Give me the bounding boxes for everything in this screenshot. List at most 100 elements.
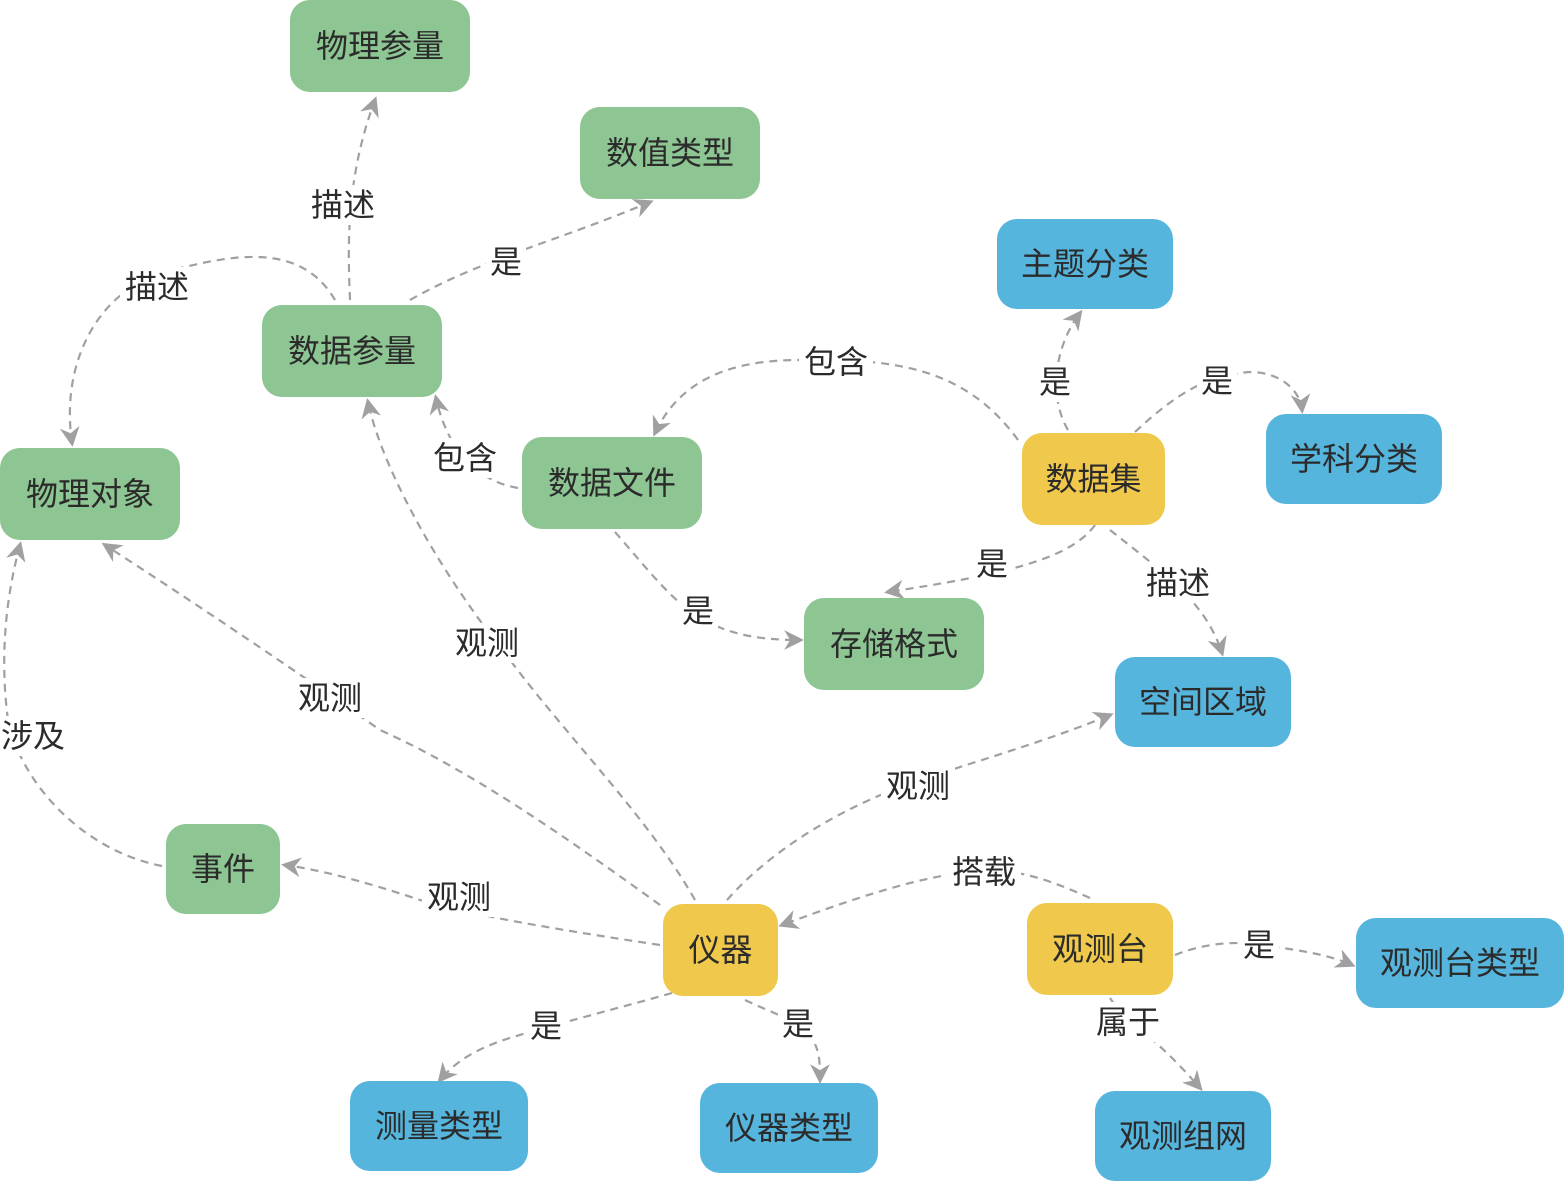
edge-label: 描述 bbox=[1146, 564, 1210, 602]
edge-yiqi-to-shujucanliang: 观测 bbox=[361, 398, 696, 901]
node-box bbox=[700, 1083, 878, 1173]
edge-yiqi-to-celiangleixing: 是 bbox=[437, 991, 673, 1084]
edge-label: 涉及 bbox=[1, 717, 65, 755]
node-box bbox=[1095, 1091, 1271, 1181]
node-wulicanliang: 物理参量 bbox=[290, 0, 470, 92]
edge-label: 描述 bbox=[125, 268, 189, 306]
edge-label-background bbox=[947, 852, 1021, 892]
node-label: 观测台 bbox=[1052, 930, 1148, 968]
node-label: 仪器 bbox=[688, 931, 752, 969]
edge-shujucanliang-to-wuliduixiang: 描述 bbox=[59, 255, 336, 447]
edge-line bbox=[101, 542, 661, 906]
node-label: 存储格式 bbox=[830, 625, 958, 663]
edge-label-background bbox=[881, 766, 955, 806]
edge-line bbox=[614, 531, 804, 650]
node-shujuji: 数据集 bbox=[1022, 433, 1165, 525]
edge-line bbox=[884, 524, 1096, 600]
node-label: 数据集 bbox=[1045, 460, 1141, 498]
edge-label-background bbox=[1035, 362, 1075, 402]
edge-label-background bbox=[678, 591, 718, 631]
node-box bbox=[166, 824, 280, 914]
edge-label-background bbox=[778, 1004, 818, 1044]
edge-label-background bbox=[120, 267, 194, 307]
edge-label-background bbox=[526, 1006, 566, 1046]
node-label: 仪器类型 bbox=[725, 1109, 853, 1147]
edge-label-background bbox=[972, 544, 1012, 584]
node-box bbox=[522, 437, 702, 529]
edge-line bbox=[652, 358, 1019, 441]
node-box bbox=[1266, 414, 1442, 504]
node-shujucanliang: 数据参量 bbox=[262, 305, 442, 397]
edge-shujuwenjian-to-shujucanliang: 包含 bbox=[428, 394, 519, 490]
edge-shujuji-to-zhutifenlei: 是 bbox=[1035, 309, 1083, 431]
edge-line bbox=[281, 857, 661, 947]
edge-yiqi-to-wuliduixiang: 观测 bbox=[101, 542, 661, 906]
node-label: 数据参量 bbox=[288, 332, 416, 370]
edge-label-background bbox=[1197, 361, 1237, 401]
edge-label: 包含 bbox=[804, 343, 868, 381]
node-box bbox=[290, 0, 470, 92]
node-label: 观测组网 bbox=[1119, 1117, 1247, 1155]
edge-shujuji-to-kongjianquyu: 描述 bbox=[1109, 529, 1227, 657]
node-yiqi: 仪器 bbox=[663, 904, 778, 996]
edge-label: 观测 bbox=[455, 624, 519, 662]
edge-yiqi-to-shijian: 观测 bbox=[281, 857, 661, 947]
node-box bbox=[804, 598, 984, 690]
edge-label: 观测 bbox=[427, 878, 491, 916]
edge-label: 属于 bbox=[1096, 1003, 1160, 1041]
edge-label: 包含 bbox=[433, 439, 497, 477]
edge-yiqi-to-yiqileixing: 是 bbox=[744, 999, 830, 1084]
edge-label: 是 bbox=[530, 1007, 562, 1045]
edge-label: 是 bbox=[1243, 926, 1275, 964]
node-label: 事件 bbox=[191, 850, 255, 888]
edge-yiqi-to-kongjianquyu: 观测 bbox=[726, 711, 1114, 901]
node-zhutifenlei: 主题分类 bbox=[997, 219, 1173, 309]
node-celiangleixing: 测量类型 bbox=[350, 1081, 528, 1171]
edge-label-background bbox=[0, 716, 70, 756]
edge-label: 是 bbox=[1039, 363, 1071, 401]
edge-shujuji-to-cunchugeshi: 是 bbox=[884, 524, 1096, 600]
node-label: 物理参量 bbox=[316, 27, 444, 65]
node-xuekefenlei: 学科分类 bbox=[1266, 414, 1442, 504]
edge-shijian-to-wuliduixiang: 涉及 bbox=[0, 541, 163, 868]
edge-guancetai-to-guancetaileixing: 是 bbox=[1174, 925, 1356, 968]
edge-label-background bbox=[486, 242, 526, 282]
node-label: 测量类型 bbox=[375, 1107, 503, 1145]
node-label: 学科分类 bbox=[1290, 440, 1418, 478]
edge-label: 观测 bbox=[298, 679, 362, 717]
node-box bbox=[663, 904, 778, 996]
edge-line bbox=[409, 199, 654, 301]
edge-shujuwenjian-to-cunchugeshi: 是 bbox=[614, 531, 804, 650]
edge-shujuji-to-xuekefenlei: 是 bbox=[1134, 361, 1311, 433]
edge-line bbox=[3, 541, 163, 868]
edge-shujucanliang-to-wulicanliang: 描述 bbox=[306, 96, 380, 301]
node-kongjianquyu: 空间区域 bbox=[1115, 657, 1291, 747]
edge-guancetai-to-yiqi: 搭载 bbox=[778, 852, 1091, 929]
edge-line bbox=[778, 868, 1091, 929]
node-box bbox=[1027, 903, 1173, 995]
node-label: 主题分类 bbox=[1021, 245, 1149, 283]
node-yiqileixing: 仪器类型 bbox=[700, 1083, 878, 1173]
edge-guancetai-to-guancezuwang: 属于 bbox=[1091, 997, 1203, 1091]
edge-shujuji-to-shujuwenjian: 包含 bbox=[652, 342, 1019, 441]
edge-label-background bbox=[428, 438, 502, 478]
node-shijian: 事件 bbox=[166, 824, 280, 914]
node-shujuwenjian: 数据文件 bbox=[522, 437, 702, 529]
node-label: 数值类型 bbox=[606, 134, 734, 172]
edge-label: 搭载 bbox=[952, 853, 1016, 891]
node-label: 物理对象 bbox=[26, 475, 154, 513]
edge-label-background bbox=[1239, 925, 1279, 965]
node-label: 数据文件 bbox=[548, 464, 676, 502]
edges-layer: 描述是描述包含包含是是是是描述观测观测涉及观测观测搭载是是是属于 bbox=[0, 96, 1356, 1091]
edge-label: 观测 bbox=[886, 767, 950, 805]
edge-line bbox=[429, 394, 519, 490]
node-box bbox=[1356, 918, 1564, 1008]
edge-label-background bbox=[306, 185, 380, 225]
edge-line bbox=[726, 711, 1114, 901]
node-box bbox=[1115, 657, 1291, 747]
node-cunchugeshi: 存储格式 bbox=[804, 598, 984, 690]
edge-label: 是 bbox=[1201, 362, 1233, 400]
node-box bbox=[0, 448, 180, 540]
